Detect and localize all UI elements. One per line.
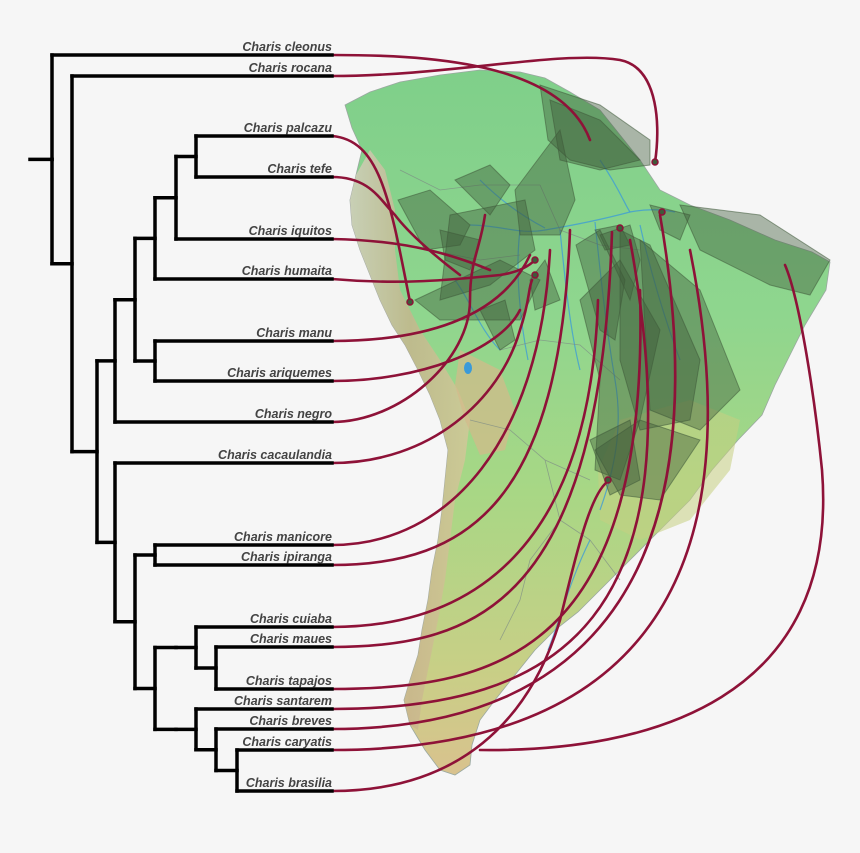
river-tributary (594, 221, 619, 511)
label-to-range-links (330, 53, 825, 793)
species-label-caryatis: Charis caryatis (242, 735, 332, 749)
species-range (514, 128, 576, 236)
link-endpoint (406, 298, 414, 306)
link-endpoint (604, 476, 612, 484)
species-range (679, 204, 831, 296)
label-link (330, 248, 710, 752)
species-range (439, 229, 481, 271)
species-label-maues: Charis maues (250, 632, 332, 646)
link-endpoint (531, 256, 539, 264)
label-link (330, 134, 412, 304)
link-endpoint (658, 208, 666, 216)
species-label-breves: Charis breves (249, 714, 332, 728)
species-label-manicore: Charis manicore (234, 530, 332, 544)
species-label-tapajos: Charis tapajos (246, 674, 332, 688)
label-link (330, 278, 534, 465)
species-label-ariquemes: Charis ariquemes (227, 366, 332, 380)
river-tributary (454, 279, 501, 351)
label-link (330, 237, 492, 272)
species-label-cleonus: Charis cleonus (242, 40, 332, 54)
species-label-ipiranga: Charis ipiranga (241, 550, 332, 564)
species-range (549, 99, 641, 171)
river-tributary (479, 179, 546, 229)
species-label-negro: Charis negro (255, 407, 332, 421)
label-link (330, 478, 612, 793)
species-label-tefe: Charis tefe (267, 162, 332, 176)
river-tributary (599, 159, 631, 213)
label-link (330, 248, 552, 547)
species-labels: Charis cleonus Charis rocana Charis palc… (218, 40, 332, 790)
label-link (330, 288, 642, 691)
label-link (330, 230, 614, 649)
label-link (330, 298, 600, 629)
phylogenetic-tree (28, 53, 334, 793)
river-tributary (559, 229, 581, 371)
species-label-iquitos: Charis iquitos (249, 224, 332, 238)
link-endpoint (616, 224, 624, 232)
label-link (330, 213, 677, 731)
link-endpoint (651, 158, 659, 166)
species-label-humaita: Charis humaita (242, 264, 332, 278)
species-label-rocana: Charis rocana (249, 61, 332, 75)
label-link (330, 258, 537, 284)
andes-relief (350, 150, 470, 730)
species-range (479, 299, 516, 351)
species-label-manu: Charis manu (256, 326, 332, 340)
river-tributary (517, 229, 529, 361)
label-link (330, 213, 487, 424)
label-link (330, 228, 572, 567)
label-link (330, 308, 522, 383)
label-link (330, 253, 532, 343)
species-range (454, 164, 511, 216)
amazon-river (469, 209, 676, 232)
species-range (439, 199, 536, 301)
label-link (330, 238, 650, 711)
label-link (330, 53, 592, 142)
label-link (478, 263, 825, 752)
species-label-palcazu: Charis palcazu (244, 121, 333, 135)
species-label-brasilia: Charis brasilia (246, 776, 332, 790)
lake-titicaca (464, 362, 472, 374)
label-link (330, 175, 462, 277)
species-label-cacaulandia: Charis cacaulandia (218, 448, 332, 462)
species-range (414, 259, 541, 321)
species-label-santarem: Charis santarem (234, 694, 332, 708)
label-link (330, 56, 659, 164)
link-endpoint (531, 271, 539, 279)
species-label-cuiaba: Charis cuiaba (250, 612, 332, 626)
